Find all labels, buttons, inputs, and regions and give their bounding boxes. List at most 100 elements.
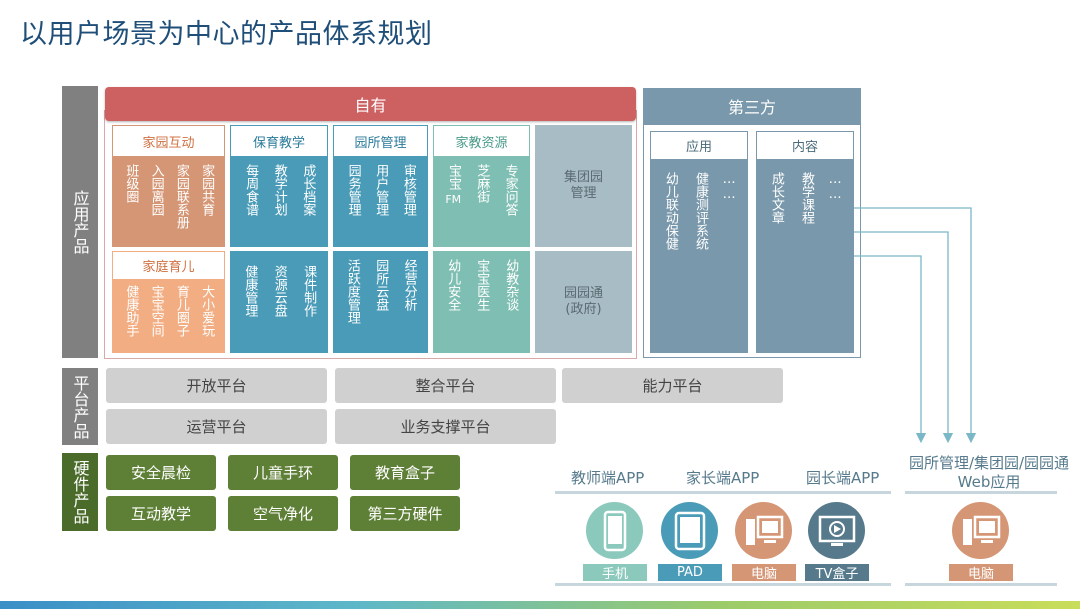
tv-circle <box>808 502 865 559</box>
category-items: 班级圈 入园离园 家园联系册 家园共育 <box>113 156 224 229</box>
device-tag-pc-web: 电脑 <box>949 564 1013 582</box>
category-label: 保育教学 <box>231 126 327 156</box>
device-divider-web <box>905 491 1057 494</box>
item-jiankang: 健康助手 <box>123 285 139 337</box>
item-jihua: 教学计划 <box>271 164 287 216</box>
device-tag-pad: PAD <box>658 564 722 581</box>
row-label-hardware: 硬件产品 <box>62 453 98 531</box>
category-jiajiao-ziyuan-2: 幼儿安全 宝宝医生 幼教杂谈 <box>433 251 530 353</box>
pc-circle-2 <box>952 502 1009 559</box>
hardware-disanfang: 第三方硬件 <box>350 496 460 531</box>
item-baobao: 宝宝空间 <box>148 285 164 337</box>
item-youer-baojian: 幼儿联动保健 <box>662 172 678 250</box>
item-kejian: 课件制作 <box>301 265 317 317</box>
self-header: 自有 <box>105 87 636 121</box>
category-items: 园务管理 用户管理 审核管理 <box>334 156 427 216</box>
category-items: 宝宝 FM 芝麻街 专家问答 <box>434 156 529 216</box>
row-label-platform: 平台产品 <box>62 368 98 445</box>
footer-gradient-bar <box>0 601 1080 609</box>
platform-yewu-zhicheng: 业务支撑平台 <box>335 409 556 444</box>
item-jingying: 经营分析 <box>401 259 417 311</box>
computer-icon <box>962 515 1000 545</box>
item-yunpan: 资源云盘 <box>271 265 287 317</box>
device-baseline-web <box>905 583 1057 586</box>
row-label-app: 应用产品 <box>62 86 98 358</box>
third-content-column: 内容 成长文章 教学课程 …… <box>756 131 854 353</box>
phone-circle <box>586 502 643 559</box>
category-yuansuo-guanli-2: 活跃度管理 园所云盘 经营分析 <box>333 251 428 353</box>
category-label: 家教资源 <box>434 126 529 156</box>
item-chengzhang-wenzhang: 成长文章 <box>768 172 784 224</box>
platform-zhenghe: 整合平台 <box>335 368 556 403</box>
item-shipu: 每周食谱 <box>243 164 259 216</box>
device-divider-apps <box>555 491 891 494</box>
category-items: 每周食谱 教学计划 成长档案 <box>231 156 327 216</box>
device-label-parent: 家长端APP <box>686 469 760 487</box>
phone-icon <box>603 510 626 551</box>
category-label: 园所管理 <box>334 126 427 156</box>
third-content-items: 成长文章 教学课程 …… <box>756 160 854 224</box>
category-items: 健康助手 宝宝空间 育儿圈子 大小爱玩 <box>113 279 224 337</box>
category-items: 健康管理 资源云盘 课件制作 <box>230 251 328 317</box>
device-label-web: 园所管理/集团园/园园通 Web应用 <box>908 454 1070 491</box>
item-yonghu: 用户管理 <box>373 164 389 216</box>
category-label: 家园互动 <box>113 126 224 156</box>
item-ruyuan: 入园离园 <box>148 164 164 216</box>
platform-kaifang: 开放平台 <box>106 368 327 403</box>
item-zatan: 幼教杂谈 <box>503 259 519 311</box>
item-dangan: 成长档案 <box>300 164 316 216</box>
device-label-teacher: 教师端APP <box>571 469 645 487</box>
item-zhimajie: 芝麻街 <box>474 164 490 203</box>
item-more: …… <box>827 172 843 202</box>
third-apply-items: 幼儿联动保健 健康测评系统 …… <box>650 160 748 250</box>
item-yuer: 育儿圈子 <box>173 285 189 337</box>
item-yuanwu: 园务管理 <box>345 164 361 216</box>
platform-yunying: 运营平台 <box>106 409 327 444</box>
item-shenhe: 审核管理 <box>400 164 416 216</box>
device-tag-pc: 电脑 <box>732 564 796 582</box>
category-jiayuan-hudong: 家园互动 班级圈 入园离园 家园联系册 家园共育 <box>112 125 225 247</box>
category-items: 活跃度管理 园所云盘 经营分析 <box>333 251 428 324</box>
hardware-hudong-jiaoxue: 互动教学 <box>106 496 216 531</box>
item-yuansuo-yunpan: 园所云盘 <box>373 259 389 311</box>
page-title: 以用户场景为中心的产品体系规划 <box>20 19 433 50</box>
category-label: 家庭育儿 <box>113 252 224 279</box>
third-content-label: 内容 <box>756 131 854 160</box>
category-yuansuo-guanli: 园所管理 园务管理 用户管理 审核管理 <box>333 125 428 247</box>
item-huoyuedu: 活跃度管理 <box>344 259 360 324</box>
item-more: …… <box>721 172 737 202</box>
item-yisheng: 宝宝医生 <box>474 259 490 311</box>
third-party-header: 第三方 <box>643 88 861 124</box>
item-jiaoxue-kecheng: 教学课程 <box>798 172 814 224</box>
computer-icon <box>745 515 783 545</box>
device-baseline-apps <box>555 583 891 586</box>
third-apply-column: 应用 幼儿联动保健 健康测评系统 …… <box>650 131 748 353</box>
pc-circle-1 <box>735 502 792 559</box>
category-jiating-yuer: 家庭育儿 健康助手 宝宝空间 育儿圈子 大小爱玩 <box>112 251 225 353</box>
device-tag-tv: TV盒子 <box>805 564 869 582</box>
third-apply-label: 应用 <box>650 131 748 160</box>
category-baoyu-jiaoxue: 保育教学 每周食谱 教学计划 成长档案 <box>230 125 328 247</box>
item-jiankang-guanli: 健康管理 <box>242 265 258 317</box>
platform-nengli: 能力平台 <box>562 368 783 403</box>
category-baoyu-jiaoxue-2: 健康管理 资源云盘 课件制作 <box>230 251 328 353</box>
item-jiankang-ceping: 健康测评系统 <box>692 172 708 250</box>
tablet-icon <box>674 511 705 550</box>
device-label-principal: 园长端APP <box>806 469 880 487</box>
item-lianxice: 家园联系册 <box>173 164 189 229</box>
item-daxiao: 大小爱玩 <box>199 285 215 337</box>
hardware-kongqi-jinghua: 空气净化 <box>228 496 338 531</box>
hardware-anquan-chenjian: 安全晨检 <box>106 455 216 490</box>
item-banjiquan: 班级圈 <box>123 164 139 203</box>
item-gongyu: 家园共育 <box>199 164 215 216</box>
device-tag-phone: 手机 <box>583 564 647 582</box>
item-baobao-fm: 宝宝 FM <box>445 164 462 206</box>
item-zhuanjia: 专家问答 <box>502 164 518 216</box>
connector-arrows <box>854 207 977 444</box>
tv-box-icon <box>818 515 855 546</box>
item-anquan: 幼儿安全 <box>445 259 461 311</box>
hardware-jiaoyu-hezi: 教育盒子 <box>350 455 460 490</box>
category-items: 幼儿安全 宝宝医生 幼教杂谈 <box>433 251 530 311</box>
category-yuanyuantong: 园园通 (政府) <box>535 251 632 353</box>
category-jiajiao-ziyuan: 家教资源 宝宝 FM 芝麻街 专家问答 <box>433 125 530 247</box>
